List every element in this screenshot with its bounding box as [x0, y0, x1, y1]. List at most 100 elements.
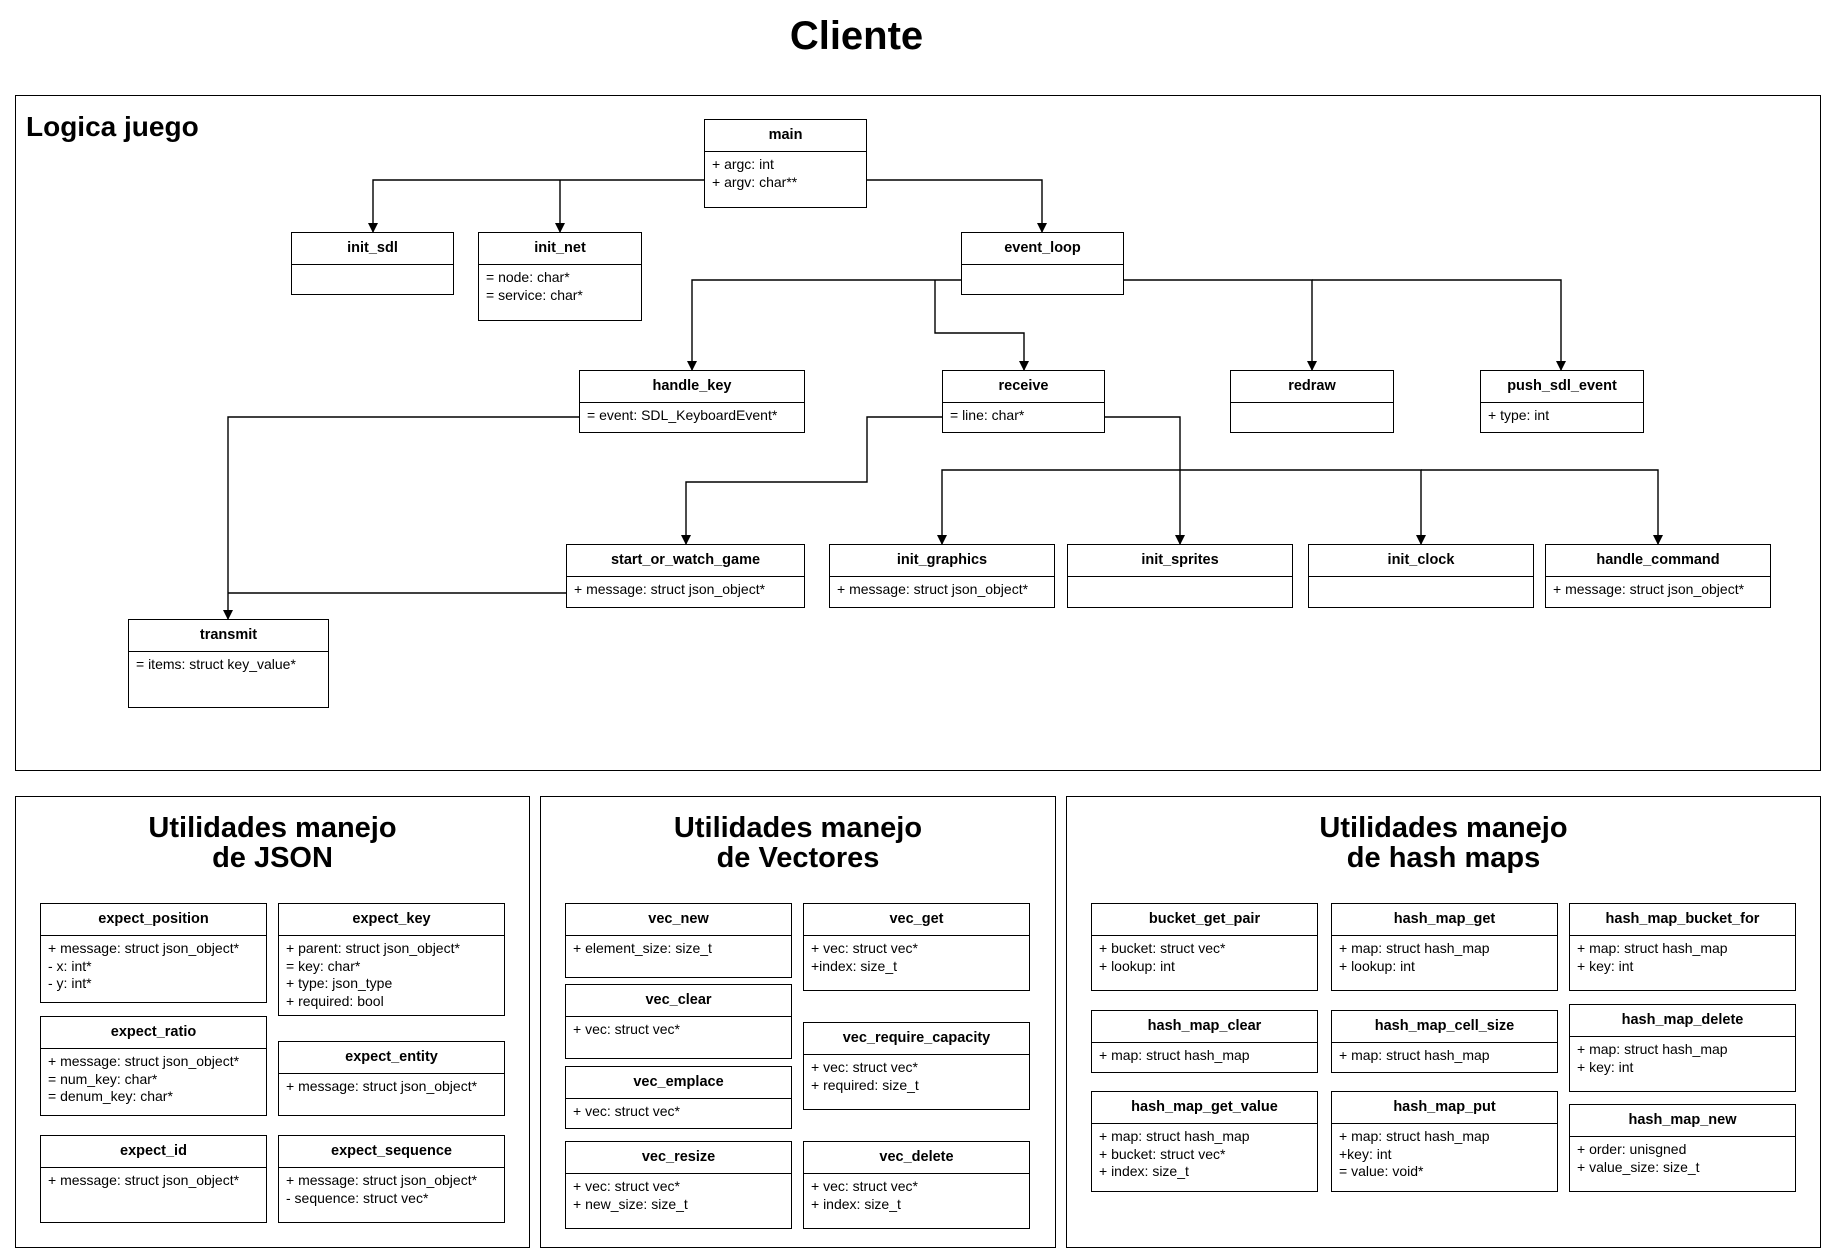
param: + key: int — [1577, 957, 1634, 974]
function-box-hash_map_delete: hash_map_delete + map: struct hash_map +… — [1569, 1004, 1796, 1092]
function-box-hash_map_clear: hash_map_clear + map: struct hash_map — [1091, 1010, 1318, 1073]
param: = node: char* — [486, 269, 570, 285]
function-name: hash_map_clear — [1092, 1011, 1317, 1043]
param: + message: struct json_object* — [837, 581, 1029, 597]
param: + bucket: struct vec* — [1099, 1145, 1226, 1162]
param: + parent: struct json_object* — [286, 940, 460, 956]
function-name: transmit — [129, 620, 328, 652]
param: + argv: char** — [712, 173, 798, 190]
function-box-vec_delete: vec_delete + vec: struct vec* + index: s… — [803, 1141, 1030, 1229]
function-name: event_loop — [962, 233, 1123, 265]
function-name: bucket_get_pair — [1092, 904, 1317, 936]
param: + type: json_type — [286, 975, 393, 991]
function-box-hash_map_put: hash_map_put + map: struct hash_map +key… — [1331, 1091, 1558, 1192]
function-box-push_sdl_event: push_sdl_event + type: int — [1480, 370, 1644, 433]
edge-receive-start_or_watch_game — [681, 416, 942, 545]
function-name: expect_sequence — [279, 1136, 504, 1168]
function-params: + vec: struct vec* — [566, 1017, 791, 1043]
function-box-vec_resize: vec_resize + vec: struct vec* + new_size… — [565, 1141, 792, 1229]
diagram-title: Cliente — [789, 14, 924, 58]
function-name: init_clock — [1309, 545, 1533, 577]
function-box-vec_require_capacity: vec_require_capacity + vec: struct vec* … — [803, 1022, 1030, 1110]
param: + index: size_t — [1099, 1163, 1189, 1179]
function-params: = node: char* = service: char* — [479, 265, 641, 308]
param: + map: struct hash_map — [1099, 1128, 1250, 1144]
function-box-handle_key: handle_key = event: SDL_KeyboardEvent* — [579, 370, 805, 433]
param: + message: struct json_object* — [48, 940, 240, 956]
param: - sequence: struct vec* — [286, 1189, 429, 1206]
param: + order: unisgned — [1577, 1141, 1687, 1157]
param: = items: struct key_value* — [136, 656, 296, 672]
function-name: hash_map_get_value — [1092, 1092, 1317, 1124]
function-name: start_or_watch_game — [567, 545, 804, 577]
param: + map: struct hash_map — [1577, 940, 1728, 956]
function-box-expect_ratio: expect_ratio + message: struct json_obje… — [40, 1016, 267, 1116]
param: = line: char* — [950, 407, 1025, 423]
edge-main-event_loop — [866, 179, 1047, 233]
function-name: hash_map_cell_size — [1332, 1011, 1557, 1043]
param: - y: int* — [48, 975, 92, 991]
function-name: hash_map_delete — [1570, 1005, 1795, 1037]
function-box-vec_new: vec_new + element_size: size_t — [565, 903, 792, 978]
function-name: expect_id — [41, 1136, 266, 1168]
param: + vec: struct vec* — [811, 1059, 918, 1075]
param: + message: struct json_object* — [1553, 581, 1745, 597]
function-box-init_net: init_net = node: char* = service: char* — [478, 232, 642, 321]
param: + key: int — [1577, 1058, 1634, 1075]
param: + argc: int — [712, 156, 774, 172]
function-params: + vec: struct vec* + new_size: size_t — [566, 1174, 791, 1217]
function-box-init_graphics: init_graphics + message: struct json_obj… — [829, 544, 1055, 608]
param: = service: char* — [486, 286, 583, 303]
param: +key: int — [1339, 1145, 1392, 1162]
param: + required: bool — [286, 992, 384, 1009]
param: + value_size: size_t — [1577, 1158, 1700, 1175]
function-params: = event: SDL_KeyboardEvent* — [580, 403, 804, 429]
function-box-expect_id: expect_id + message: struct json_object* — [40, 1135, 267, 1223]
function-params: + message: struct json_object* — [567, 577, 804, 603]
function-box-init_sdl: init_sdl — [291, 232, 454, 295]
edge-event_loop-push_sdl_event — [1312, 279, 1566, 371]
param: + message: struct json_object* — [574, 581, 766, 597]
param: + vec: struct vec* — [573, 1103, 680, 1119]
function-box-transmit: transmit = items: struct key_value* — [128, 619, 329, 708]
param: + vec: struct vec* — [811, 940, 918, 956]
param: + element_size: size_t — [573, 940, 712, 956]
param: + vec: struct vec* — [573, 1021, 680, 1037]
json-panel-title: Utilidades manejo de JSON — [16, 813, 529, 874]
param: = value: void* — [1339, 1163, 1424, 1179]
function-box-redraw: redraw — [1230, 370, 1394, 433]
param: + message: struct json_object* — [286, 1172, 478, 1188]
function-name: expect_entity — [279, 1042, 504, 1074]
function-params: + map: struct hash_map + key: int — [1570, 936, 1795, 979]
hash-panel-title-line1: Utilidades manejo — [1319, 812, 1568, 844]
param: + message: struct json_object* — [48, 1172, 240, 1188]
function-params: + vec: struct vec* + required: size_t — [804, 1055, 1029, 1098]
edge-event_loop-receive — [934, 280, 1029, 371]
function-name: vec_emplace — [566, 1067, 791, 1099]
function-box-start_or_watch_game: start_or_watch_game + message: struct js… — [566, 544, 805, 608]
function-params: + vec: struct vec* +index: size_t — [804, 936, 1029, 979]
function-box-handle_command: handle_command + message: struct json_ob… — [1545, 544, 1771, 608]
function-box-vec_emplace: vec_emplace + vec: struct vec* — [565, 1066, 792, 1129]
edge-main-init_sdl — [368, 179, 704, 233]
function-name: vec_new — [566, 904, 791, 936]
function-params: + bucket: struct vec* + lookup: int — [1092, 936, 1317, 979]
function-params: + type: int — [1481, 403, 1643, 429]
param: + type: int — [1488, 407, 1550, 423]
function-params: + message: struct json_object* - x: int*… — [41, 936, 266, 997]
function-params: + map: struct hash_map + key: int — [1570, 1037, 1795, 1080]
param: + map: struct hash_map — [1339, 1047, 1490, 1063]
function-name: expect_position — [41, 904, 266, 936]
param: +index: size_t — [811, 957, 897, 974]
function-params: + message: struct json_object* — [279, 1074, 504, 1100]
function-name: main — [705, 120, 866, 152]
function-params: + map: struct hash_map — [1332, 1043, 1557, 1069]
param: + message: struct json_object* — [286, 1078, 478, 1094]
function-name: vec_resize — [566, 1142, 791, 1174]
function-name: receive — [943, 371, 1104, 403]
function-box-hash_map_cell_size: hash_map_cell_size + map: struct hash_ma… — [1331, 1010, 1558, 1073]
function-params: + map: struct hash_map +key: int = value… — [1332, 1124, 1557, 1185]
function-name: hash_map_put — [1332, 1092, 1557, 1124]
vector-panel-title-line2: de Vectores — [716, 842, 880, 875]
